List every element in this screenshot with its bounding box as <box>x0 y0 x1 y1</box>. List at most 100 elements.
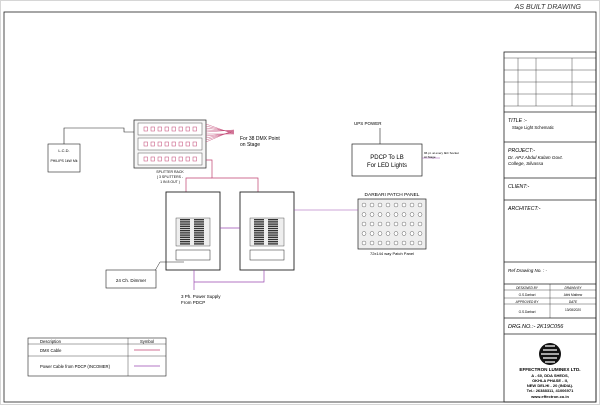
patch-socket <box>361 231 367 236</box>
dimmer-modules <box>180 219 204 245</box>
patch-socket <box>377 231 383 236</box>
dimmer-channel <box>268 227 278 230</box>
approver-name: G.S.Darbari <box>519 310 536 314</box>
patch-socket <box>369 231 375 236</box>
patch-socket <box>369 221 375 227</box>
patch-socket <box>417 212 423 217</box>
splitter-port <box>192 156 197 162</box>
dimmer-channel <box>194 223 204 225</box>
patch-socket <box>409 202 415 208</box>
dimmer-channel <box>180 221 190 223</box>
patch-socket <box>417 202 423 208</box>
dimmer-channel <box>194 238 204 241</box>
dimmer-channel <box>180 238 190 241</box>
splitter-ports <box>143 126 197 162</box>
dmx-fanout-line <box>205 131 235 139</box>
splitter-port <box>185 156 190 162</box>
splitter-unit <box>137 137 203 151</box>
splitter-port <box>150 141 155 147</box>
patch-socket <box>361 202 367 208</box>
patch-sockets <box>361 202 423 246</box>
patch-socket <box>417 221 423 227</box>
dimmer-channel <box>194 225 204 227</box>
dmx-fanout-line <box>205 132 235 137</box>
lcd-splitter-link <box>63 127 134 144</box>
dimmer-channel <box>180 219 190 221</box>
splitter-port <box>150 126 155 132</box>
dimmer-channel <box>180 243 190 245</box>
patch-socket <box>409 240 415 246</box>
as-built-label: AS BUILT DRAWING <box>514 4 582 11</box>
splitter-port <box>164 156 169 162</box>
patch-socket <box>409 231 415 236</box>
patch-socket <box>385 240 391 246</box>
dmx-to-dimmer-1 <box>185 177 212 192</box>
dimmer-channel <box>194 219 204 221</box>
patch-socket <box>377 202 383 208</box>
client-label: CLIENT:- <box>508 184 530 190</box>
drg-number: DRG.NO.:- 2K19C056 <box>508 324 564 330</box>
dmx-point-label-1: For 38 DMX Point <box>240 136 280 142</box>
dimmer-channel <box>254 225 264 227</box>
revision-grid <box>504 57 596 107</box>
legend-frame <box>27 337 167 377</box>
ref-drawing-label: Ref Drawing No. : - <box>508 268 548 273</box>
splitter-port <box>178 141 183 147</box>
date-label: DATE <box>569 300 578 304</box>
dimmer-modules <box>254 219 278 245</box>
title-label: TITLE :- <box>508 118 527 124</box>
dimmer-channel <box>268 238 278 241</box>
socket-note-1: 96 pt. at every IEC Socket <box>424 151 459 155</box>
patch-socket <box>385 221 391 227</box>
dimmer-channel <box>268 223 278 225</box>
patch-socket <box>385 212 391 217</box>
dimmer-channel <box>180 230 190 232</box>
splitter-caption-1: SPLITTER RACK <box>156 170 184 174</box>
splitter-port <box>178 156 183 162</box>
dimmer-channel <box>180 236 190 238</box>
splitter-port <box>185 141 190 147</box>
dimmer-channel <box>254 223 264 225</box>
dimmer-channel <box>180 232 190 234</box>
designer-name: G.S.Darbari <box>519 293 536 297</box>
dimmer-channel <box>254 219 264 221</box>
splitter-unit <box>137 152 203 166</box>
dimmer-channel <box>180 241 190 243</box>
pdcp-line-2: For LED Lights <box>367 163 407 169</box>
dimmer-channel <box>180 234 190 236</box>
dimmer-channel <box>254 243 264 245</box>
dimmer-channel <box>194 221 204 223</box>
dimmer-channel <box>268 234 278 236</box>
date-value: 13/08/2020 <box>565 308 581 312</box>
dimmer-channel <box>268 236 278 238</box>
patch-socket <box>377 221 383 227</box>
dimmer-channel <box>254 232 264 234</box>
pdcp-box <box>351 143 423 177</box>
patch-socket <box>369 240 375 246</box>
address-line-2: OKHLA PHASE - II, <box>532 378 568 383</box>
patch-socket <box>377 240 383 246</box>
dimmer-controller <box>175 249 211 261</box>
project-label: PROJECT:- <box>508 148 535 154</box>
splitter-port <box>157 141 162 147</box>
patch-socket <box>361 221 367 227</box>
project-value-2: College, Silvassa <box>508 161 544 166</box>
patch-socket <box>393 212 399 217</box>
patch-socket <box>369 202 375 208</box>
architect-label: ARCHITECT:- <box>507 206 541 212</box>
splitter-port <box>171 126 176 132</box>
dimmer-channel <box>194 227 204 230</box>
patch-socket <box>369 212 375 217</box>
socket-note-2: At Stage <box>424 155 436 159</box>
philips-label: PHILIPS 1kW Mk <box>50 159 77 163</box>
patch-panel <box>357 198 427 250</box>
project-value-1: Dr. APJ Abdul Kalam Govt. <box>508 155 563 160</box>
power-feed-2 <box>194 270 265 283</box>
dmx-point-label-2: on Stage <box>240 142 260 148</box>
dimmer-channel <box>254 236 264 238</box>
dimmer-channel <box>268 219 278 221</box>
dimmer-channel <box>180 225 190 227</box>
splitter-units <box>137 122 203 166</box>
darbari-title: DARBARI PATCH PANEL <box>365 192 420 198</box>
